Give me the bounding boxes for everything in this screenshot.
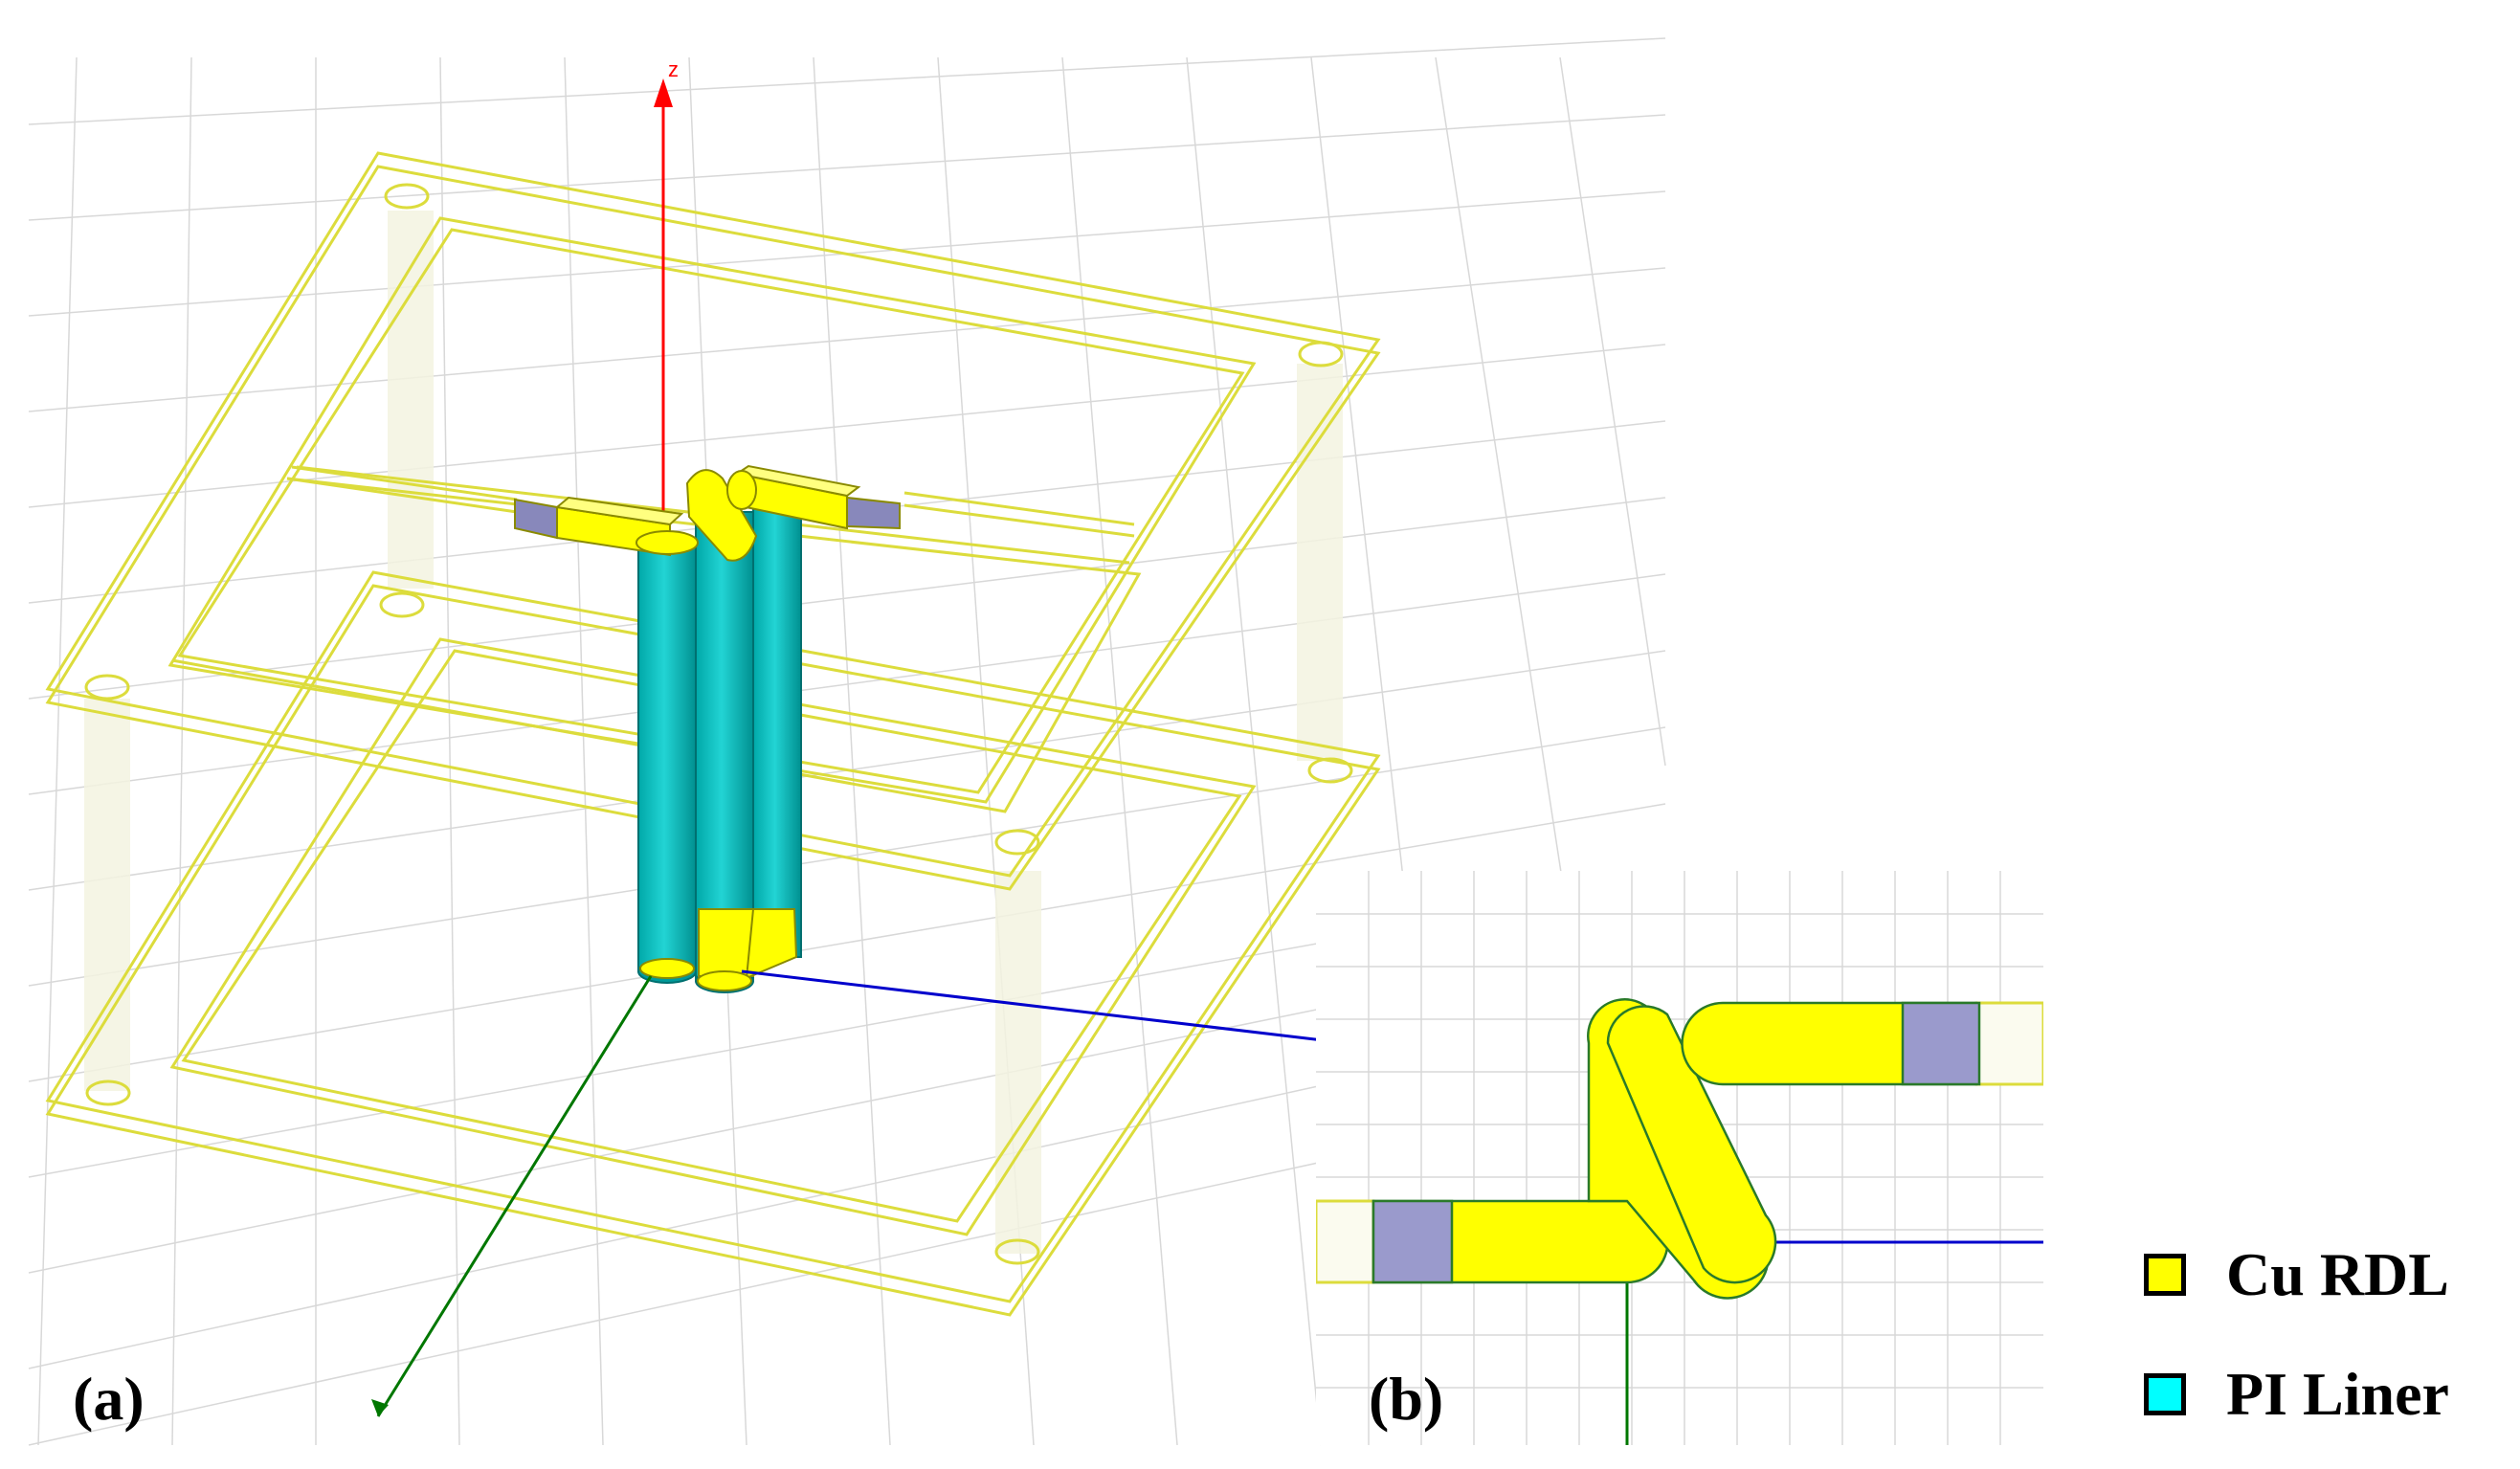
pad-b-left: [1372, 1199, 1454, 1284]
tsv-middle: [695, 511, 754, 993]
pad-left: [514, 498, 558, 540]
rdl-top-view: [1372, 998, 1981, 1300]
tsv-cylinders: [637, 501, 802, 993]
tsv-left: [637, 540, 697, 984]
panel-b-top-view: [1316, 871, 2043, 1445]
legend-swatch-cu-rdl: [2144, 1254, 2186, 1296]
tsv-right: [752, 501, 802, 958]
panel-b-label: (b): [1369, 1365, 1444, 1433]
feed-traces: [286, 465, 1135, 538]
z-axis-label: z: [668, 57, 679, 81]
top-rdl: [514, 464, 901, 562]
rdl-diagonal-link: [1606, 1005, 1777, 1284]
trace-outlines: [1316, 1001, 2043, 1284]
bottom-rdl: [639, 908, 798, 991]
top-rdl-diagonal-link: [685, 469, 758, 562]
y-axis-arrow: [371, 1399, 389, 1416]
pad-b-right: [1901, 1001, 1981, 1086]
pad-right: [846, 496, 901, 530]
support-posts: [84, 211, 1343, 1254]
z-axis: z: [654, 57, 679, 536]
panel-a-label: (a): [73, 1365, 145, 1433]
legend-label-pi-liner: PI Liner: [2226, 1360, 2449, 1428]
legend-item-pi-liner: PI Liner: [2144, 1364, 2449, 1425]
legend-swatch-pi-liner: [2144, 1373, 2186, 1415]
legend-item-cu-rdl: Cu RDL: [2144, 1244, 2449, 1305]
legend-label-cu-rdl: Cu RDL: [2226, 1240, 2449, 1308]
y-axis: [376, 975, 653, 1417]
